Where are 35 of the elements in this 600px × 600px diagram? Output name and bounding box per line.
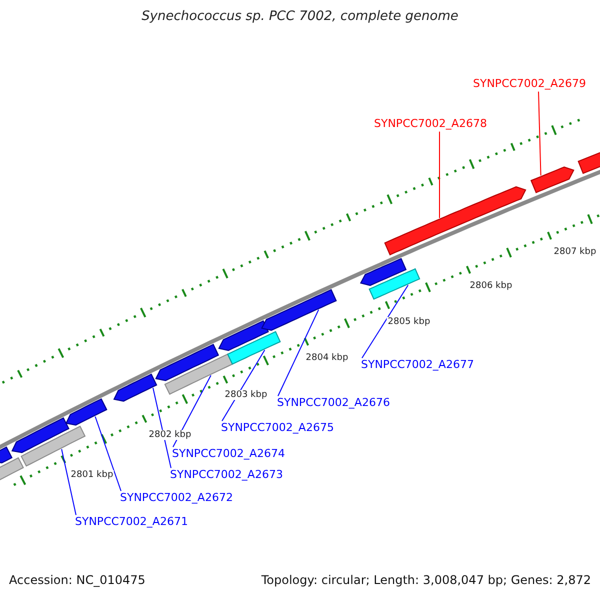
scale-label: 2805 kbp [386,317,432,328]
scale-label: 2803 kbp [224,390,268,400]
scale-label: 2802 kbp [148,430,192,440]
gene-label: SYNPCC7002_A2676 [277,397,390,410]
gene-feature [530,166,574,194]
gene-label: SYNPCC7002_A2671 [75,516,188,529]
gene-label: SYNPCC7002_A2673 [170,469,283,482]
leader-line [439,131,440,218]
scale-label: 2804 kbp [304,353,350,364]
scale-label: 2801 kbp [70,470,114,480]
gene-label: SYNPCC7002_A2679 [473,78,586,91]
gene-feature [384,186,526,256]
leader-line [362,284,409,358]
scale-label: 2807 kbp [552,247,598,258]
scale-label: 2806 kbp [468,281,514,292]
leader-line [152,387,172,468]
gene-label: SYNPCC7002_A2677 [361,359,474,372]
gene-label: SYNPCC7002_A2672 [120,492,233,505]
leader-line [94,416,122,492]
title: Synechococcus sp. PCC 7002, complete genome [142,10,458,25]
gene-label: SYNPCC7002_A2678 [374,118,487,131]
gene-feature [113,374,158,402]
leader-line [278,309,320,396]
gene-feature [227,331,281,365]
leader-line [538,91,542,176]
gene-feature [368,268,420,300]
leader-line [172,374,212,448]
accession-text: Accession: NC_010475 [9,574,146,588]
gene-label: SYNPCC7002_A2674 [172,448,285,461]
gene-feature [65,398,108,426]
gene-feature [261,289,337,331]
genome-summary-text: Topology: circular; Length: 3,008,047 bp; Genes: 2,872 [261,574,591,588]
gene-feature [20,426,86,467]
gene-label: SYNPCC7002_A2675 [221,422,334,435]
leader-line [61,448,76,516]
